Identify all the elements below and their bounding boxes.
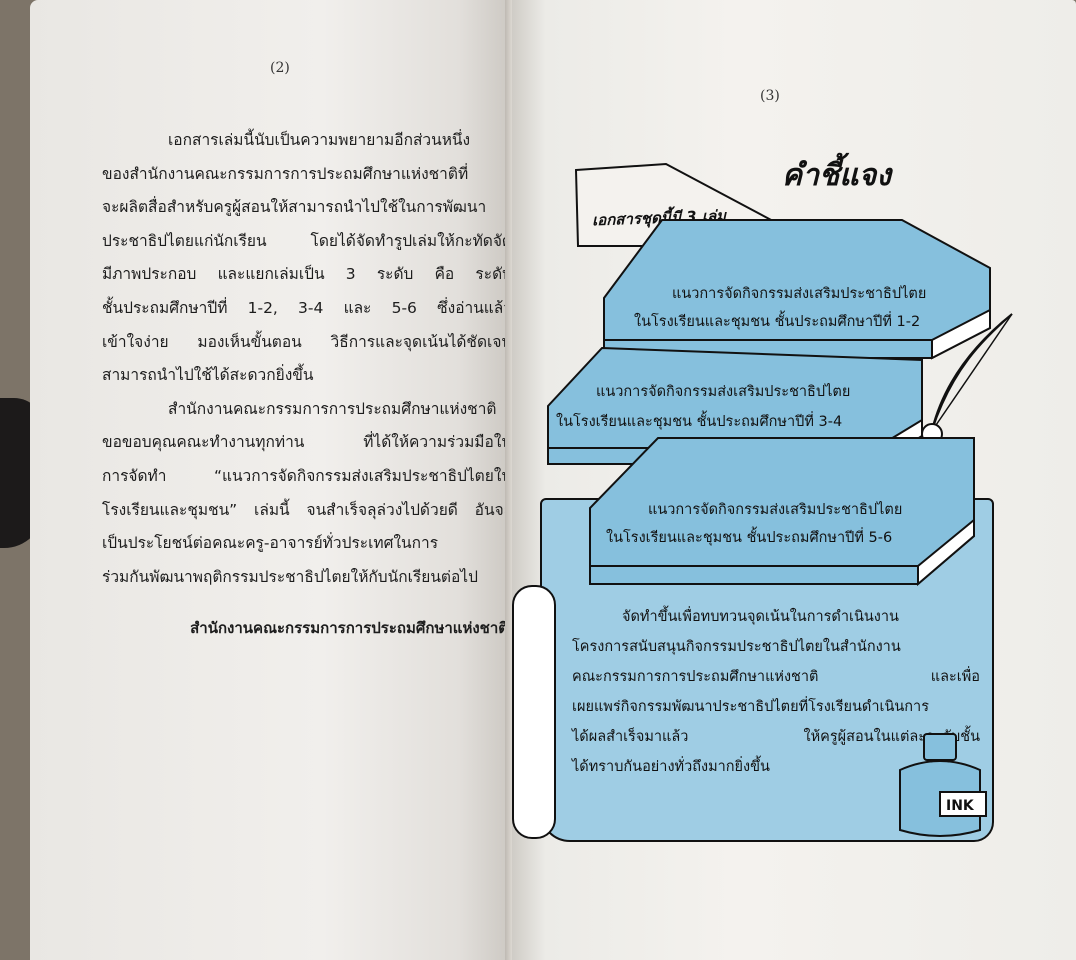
text-line: เป็นประโยชน์ต่อคณะครู-อาจารย์ทั่วประเทศใ…	[102, 534, 439, 553]
book-3-shape	[589, 437, 975, 587]
quill-icon	[921, 313, 1013, 445]
scroll-line: โครงการสนับสนุนกิจกรรมประชาธิปไตยในสำนัก…	[572, 639, 901, 655]
scroll-line: คณะกรรมการการประถมศึกษาแห่งชาติ และเพื่อ	[572, 669, 980, 685]
text-line: ขอขอบคุณคณะทำงานทุกท่าน ที่ได้ให้ความร่ว…	[102, 433, 512, 452]
text-line: ประชาธิปไตยแก่นักเรียน โดยได้จัดทำรูปเล่…	[102, 231, 512, 250]
text-line: ร่วมกันพัฒนาพฤติกรรมประชาธิปไตยให้กับนัก…	[102, 567, 478, 586]
page-number-right: (3)	[760, 88, 780, 104]
scroll-line: ได้ทราบกันอย่างทั่วถึงมากยิ่งขึ้น	[572, 759, 770, 775]
paragraph-1: เอกสารเล่มนี้นับเป็นความพยายามอีกส่วนหนึ…	[102, 124, 512, 393]
ink-bottle-icon: INK	[899, 733, 987, 837]
scroll-line: จัดทำขึ้นเพื่อทบทวนจุดเน้นในการดำเนินงาน	[622, 609, 899, 625]
text-line: โรงเรียนและชุมชน” เล่มนี้ จนสำเร็จลุล่วง…	[102, 500, 512, 519]
text-line: เอกสารเล่มนี้นับเป็นความพยายามอีกส่วนหนึ…	[168, 131, 471, 149]
book-3: แนวการจัดกิจกรรมส่งเสริมประชาธิปไตย ในโร…	[588, 436, 978, 587]
text-line: สำนักงานคณะกรรมการการประถมศึกษาแห่งชาติ	[168, 399, 497, 418]
book-3-line-2: ในโรงเรียนและชุมชน ชั้นประถมศึกษาปีที่ 5…	[606, 530, 893, 546]
text-line: ของสำนักงานคณะกรรมการการประถมศึกษาแห่งชา…	[102, 164, 469, 183]
text-line: ชั้นประถมศึกษาปีที่ 1-2, 3-4 และ 5-6 ซึ่…	[102, 298, 512, 317]
book-1-line-2: ในโรงเรียนและชุมชน ชั้นประถมศึกษาปีที่ 1…	[634, 314, 921, 330]
book-1: แนวการจัดกิจกรรมส่งเสริมประชาธิปไตย ในโร…	[602, 218, 992, 360]
left-page: (2) เอกสารเล่มนี้นับเป็นความพยายามอีกส่ว…	[30, 0, 518, 960]
signature: สำนักงานคณะกรรมการการประถมศึกษาแห่งชาติ	[190, 619, 508, 638]
scroll-text: จัดทำขึ้นเพื่อทบทวนจุดเน้นในการดำเนินงาน…	[572, 602, 980, 782]
page-number-left: (2)	[270, 60, 290, 76]
text-line: เข้าใจง่าย มองเห็นขั้นตอน วิธีการและจุดเ…	[102, 332, 512, 351]
book-1-line-1: แนวการจัดกิจกรรมส่งเสริมประชาธิปไตย	[672, 286, 927, 302]
book-3-line-1: แนวการจัดกิจกรรมส่งเสริมประชาธิปไตย	[648, 502, 903, 518]
page-title: คำชี้แจง	[782, 158, 891, 193]
text-line: การจัดทำ “แนวการจัดกิจกรรมส่งเสริมประชาธ…	[102, 466, 512, 485]
book-2-line-2: ในโรงเรียนและชุมชน ชั้นประถมศึกษาปีที่ 3…	[556, 414, 843, 430]
text-line: มีภาพประกอบ และแยกเล่มเป็น 3 ระดับ คือ ร…	[102, 265, 512, 284]
ink-label: INK	[946, 798, 975, 814]
scroll-line: เผยแพร่กิจกรรมพัฒนาประชาธิปไตยที่โรงเรีย…	[572, 699, 929, 715]
right-page: (3) คำชี้แจง เอกสารชุดนี้มี 3 เล่ม แนวกา…	[512, 0, 1076, 960]
scroll-line: ได้ผลสำเร็จมาแล้ว ให้ครูผู้สอนในแต่ละระด…	[572, 729, 980, 745]
text-line: สามารถนำไปใช้ได้สะดวกยิ่งขึ้น	[102, 366, 314, 385]
paragraph-2: สำนักงานคณะกรรมการการประถมศึกษาแห่งชาติ …	[102, 393, 512, 595]
book-1-shape	[603, 219, 991, 360]
scroll-roll	[512, 585, 556, 839]
book-2-line-1: แนวการจัดกิจกรรมส่งเสริมประชาธิปไตย	[596, 384, 851, 400]
text-line: จะผลิตสื่อสำหรับครูผู้สอนให้สามารถนำไปใช…	[102, 198, 487, 217]
left-body-text: เอกสารเล่มนี้นับเป็นความพยายามอีกส่วนหนึ…	[102, 124, 512, 640]
